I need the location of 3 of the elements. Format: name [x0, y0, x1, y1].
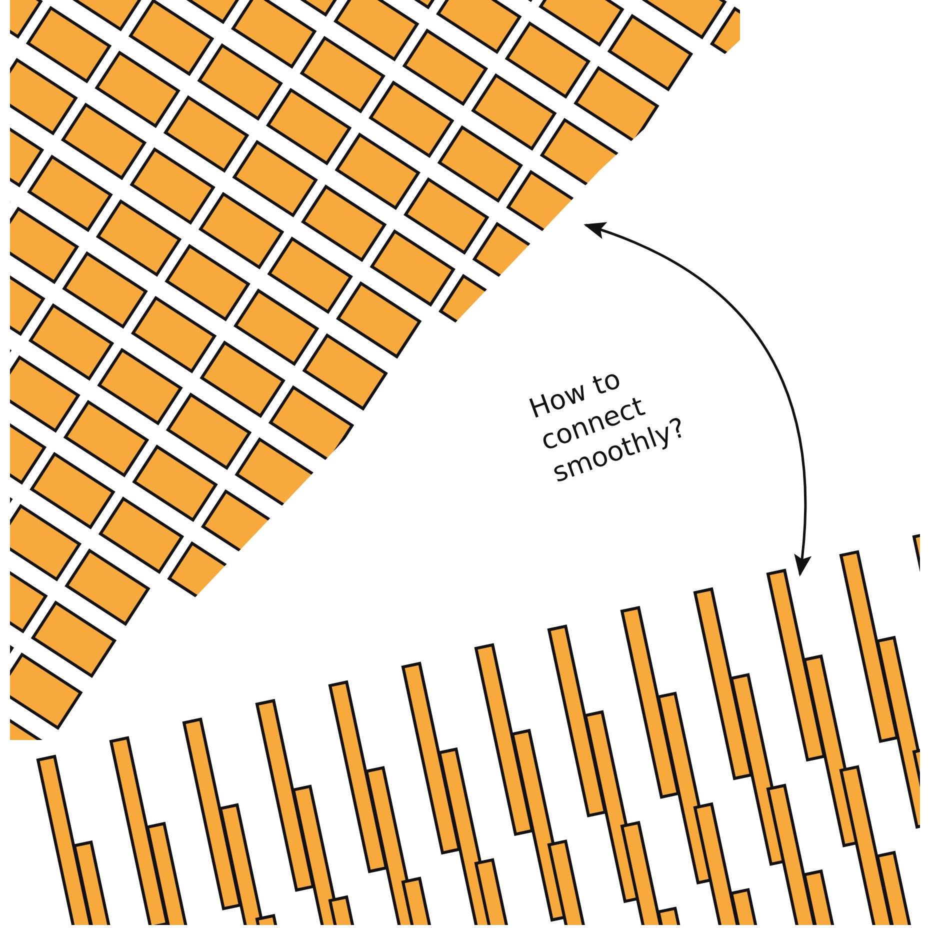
- brick-pattern-drawing: [10, 0, 740, 740]
- double-headed-arrow: [584, 223, 811, 577]
- bar-pattern-drawing: [36, 531, 920, 925]
